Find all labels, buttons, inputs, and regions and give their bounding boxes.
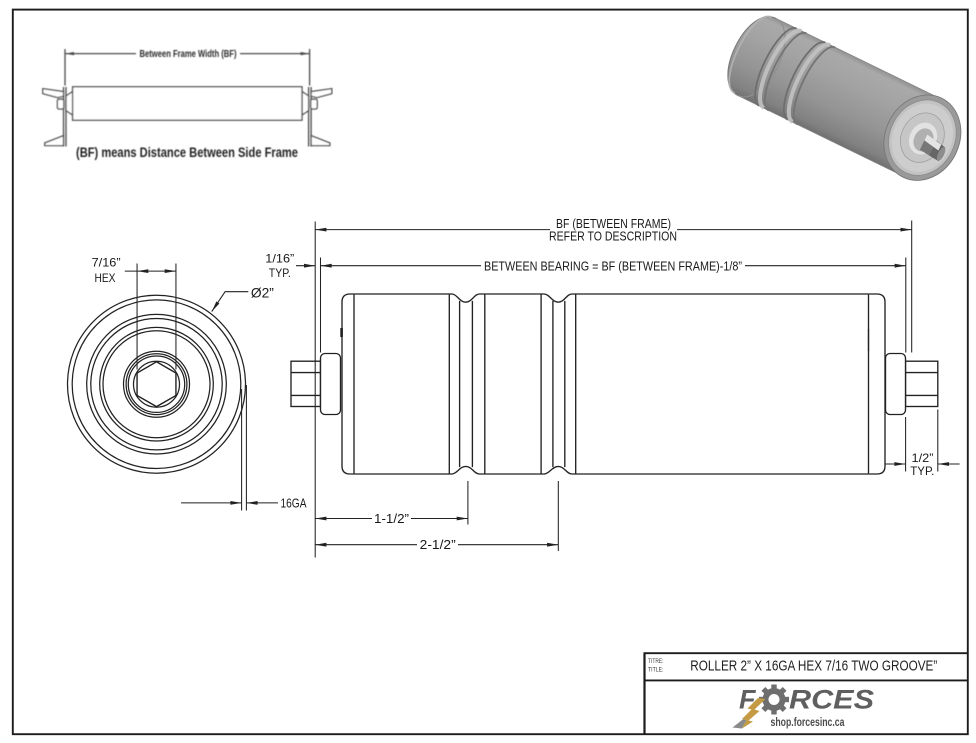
svg-text:TITRE:: TITRE: (648, 659, 664, 665)
svg-text:RCES: RCES (789, 685, 874, 715)
svg-text:Between Frame Width (BF): Between Frame Width (BF) (140, 48, 237, 60)
svg-text:HEX: HEX (95, 271, 116, 285)
svg-text:BF (BETWEEN FRAME): BF (BETWEEN FRAME) (556, 216, 671, 231)
svg-text:7/16”: 7/16” (92, 256, 121, 270)
svg-text:Ø2”: Ø2” (251, 285, 274, 301)
svg-text:TITLE:: TITLE: (648, 668, 664, 674)
svg-text:2-1/2”: 2-1/2” (420, 537, 456, 552)
svg-text:1/2”: 1/2” (912, 451, 934, 465)
svg-text:1/16”: 1/16” (265, 252, 294, 266)
svg-text:shop.forcesinc.ca: shop.forcesinc.ca (771, 717, 845, 729)
svg-text:16GA: 16GA (281, 496, 307, 511)
svg-text:TYP.: TYP. (269, 266, 291, 280)
svg-text:TYP.: TYP. (910, 464, 934, 478)
svg-text:BETWEEN BEARING = BF (BETWEEN: BETWEEN BEARING = BF (BETWEEN FRAME)-1/8… (484, 258, 742, 273)
svg-text:ROLLER 2” X 16GA HEX 7/16 TWO: ROLLER 2” X 16GA HEX 7/16 TWO GROOVE” (690, 658, 937, 675)
svg-text:REFER TO DESCRIPTION: REFER TO DESCRIPTION (549, 228, 677, 243)
svg-text:1-1/2”: 1-1/2” (374, 511, 409, 526)
svg-text:(BF) means Distance Between Si: (BF) means Distance Between Side Frame (76, 145, 298, 160)
